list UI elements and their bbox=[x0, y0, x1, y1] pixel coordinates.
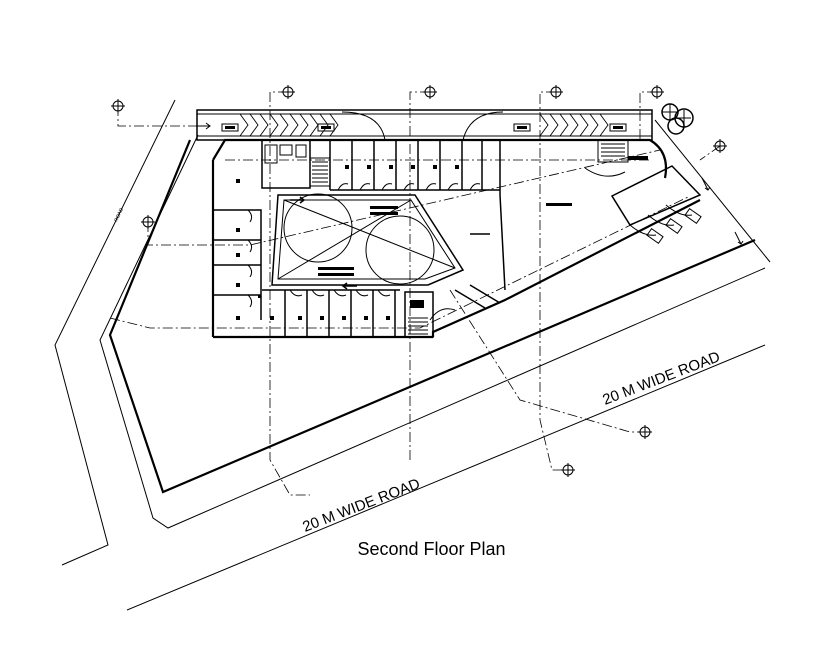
stair-top bbox=[309, 157, 331, 187]
grid-marker bbox=[281, 85, 295, 99]
stair-bottom bbox=[404, 291, 434, 338]
hatch-right bbox=[539, 113, 609, 137]
left-road-label: ROAD bbox=[113, 207, 125, 223]
road-label-right: 20 M WIDE ROAD bbox=[600, 348, 722, 408]
grid-marker bbox=[638, 425, 652, 439]
grid-marker bbox=[423, 85, 437, 99]
grid-marker bbox=[549, 85, 563, 99]
stair-right bbox=[584, 139, 629, 177]
grid-marker bbox=[111, 99, 125, 113]
parking-strip bbox=[196, 109, 653, 141]
grid-markers bbox=[111, 85, 727, 477]
hatch-left bbox=[239, 113, 339, 137]
grid-marker bbox=[561, 463, 575, 477]
room-markers bbox=[236, 165, 459, 320]
grid-marker bbox=[141, 215, 155, 229]
road-label-lower: 20 M WIDE ROAD bbox=[300, 475, 422, 535]
drawing-title: Second Floor Plan bbox=[357, 539, 506, 559]
escalators bbox=[290, 156, 648, 290]
rooms bbox=[213, 139, 629, 338]
grid-marker bbox=[650, 85, 664, 99]
building bbox=[211, 138, 701, 339]
dropoff-area bbox=[610, 165, 744, 245]
grid-marker bbox=[713, 139, 727, 153]
site-boundaries bbox=[54, 99, 771, 611]
tree-cluster bbox=[661, 103, 694, 135]
